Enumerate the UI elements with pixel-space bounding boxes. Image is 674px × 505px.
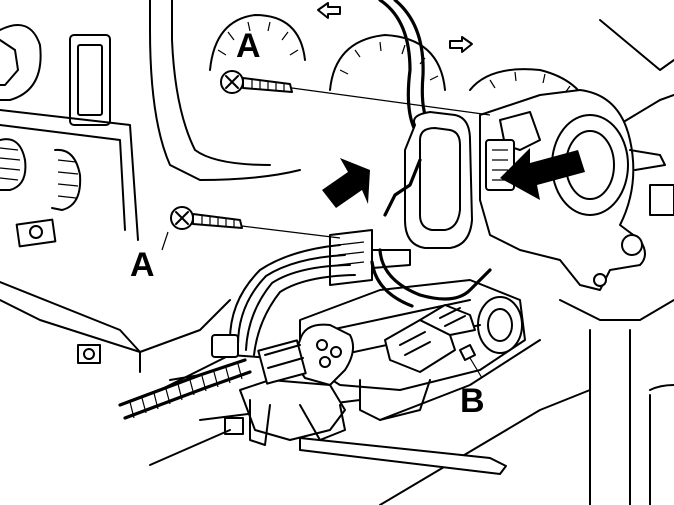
screw-lower xyxy=(170,206,341,239)
callout-leaders xyxy=(161,231,483,379)
arrow-up-right-icon xyxy=(322,158,370,208)
wiring-loop xyxy=(378,0,473,249)
screw-upper xyxy=(220,70,491,116)
multiplug-connector xyxy=(257,323,355,386)
callout-label-a-upper: A xyxy=(236,27,261,65)
callout-label-a-lower: A xyxy=(130,246,155,284)
wire-bundle xyxy=(211,229,411,358)
lower-bracket xyxy=(149,379,507,475)
callout-label-b: B xyxy=(460,382,485,420)
left-switch-cluster xyxy=(0,24,139,364)
arrow-left-icon xyxy=(500,148,585,200)
corrugated-harness xyxy=(118,358,252,420)
steering-column-housing xyxy=(479,89,674,291)
steering-column-shaft xyxy=(159,279,591,505)
connector-b xyxy=(370,248,492,373)
